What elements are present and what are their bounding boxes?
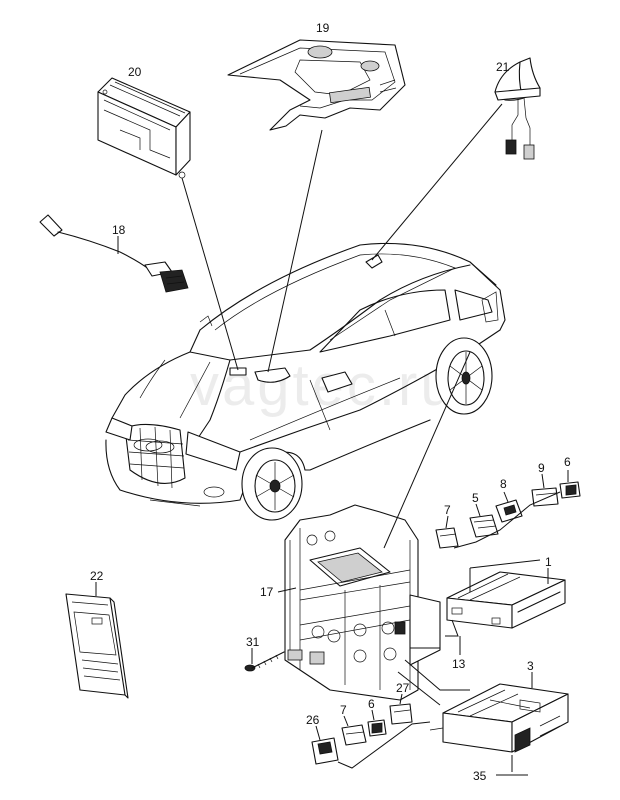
watermark: vagtec.ru — [190, 353, 456, 418]
part-22-manual — [65, 593, 129, 699]
part-19-console-trim — [227, 39, 406, 131]
part-7-connector-top — [435, 527, 459, 549]
car-illustration — [105, 242, 506, 521]
part-27-connector — [389, 703, 413, 725]
callout-19: 19 — [316, 21, 330, 35]
part-18-cable — [39, 214, 189, 293]
callout-13: 13 — [452, 657, 466, 671]
part-20-control-unit — [97, 77, 191, 179]
part-21-roof-antenna — [494, 57, 541, 160]
callout-5: 5 — [472, 491, 479, 505]
callout-1: 1 — [545, 555, 552, 569]
part-7-connector-bottom — [341, 724, 367, 746]
callout-22: 22 — [90, 569, 104, 583]
part-31-screw — [244, 651, 285, 672]
callout-26: 26 — [306, 713, 320, 727]
callout-9: 9 — [538, 461, 545, 475]
part-17-radio-frame — [284, 504, 441, 701]
callout-35: 35 — [473, 769, 487, 783]
callout-18: 18 — [112, 223, 126, 237]
callout-6-top: 6 — [564, 455, 571, 469]
part-1-cd-unit — [446, 571, 566, 629]
callout-20: 20 — [128, 65, 142, 79]
callout-21: 21 — [496, 60, 510, 74]
connector-group-top — [435, 481, 581, 549]
callout-31: 31 — [246, 635, 260, 649]
part-9-connector — [531, 487, 559, 507]
callout-17: 17 — [260, 585, 274, 599]
part-3-module — [429, 683, 569, 753]
leader-lines — [95, 103, 569, 776]
callout-7-top: 7 — [444, 503, 451, 517]
callouts: 19 20 21 18 22 17 1 13 3 35 31 7 5 8 9 6… — [90, 21, 571, 783]
connector-group-bottom — [311, 703, 413, 765]
callout-3: 3 — [527, 659, 534, 673]
callout-7-bottom: 7 — [340, 703, 347, 717]
callout-6-bottom: 6 — [368, 697, 375, 711]
callout-8: 8 — [500, 477, 507, 491]
callout-27: 27 — [396, 681, 410, 695]
